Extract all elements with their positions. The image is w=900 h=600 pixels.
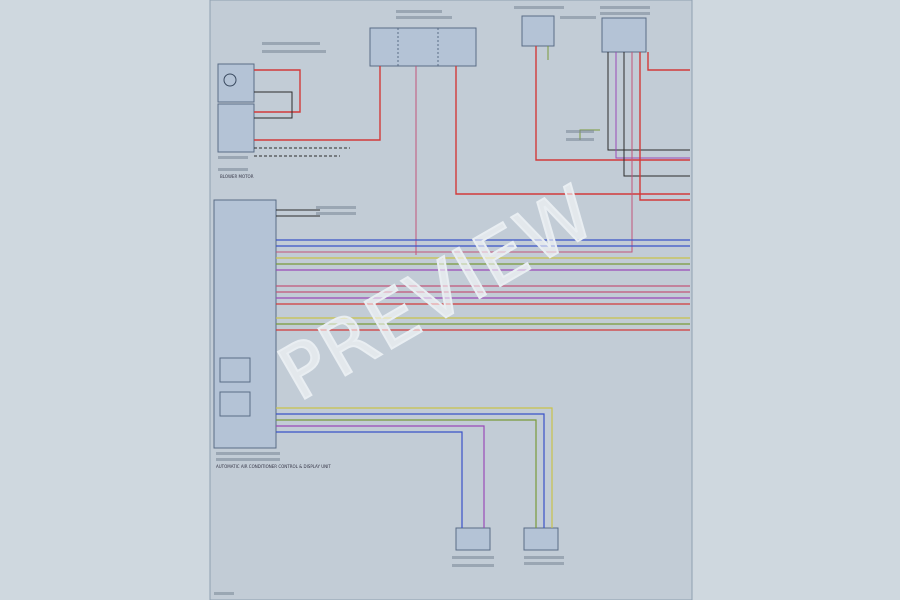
control-submodule-1 xyxy=(219,357,251,383)
blower-motor-body xyxy=(217,63,255,103)
wire-ref-red xyxy=(535,46,690,161)
reference-module-body xyxy=(521,15,555,47)
sensor-2-body xyxy=(523,527,559,551)
wire-conn-5 xyxy=(639,52,690,201)
integrated-connector-component xyxy=(601,17,647,53)
sensor-1-component xyxy=(455,527,491,551)
wire-sensor-blue-2 xyxy=(276,431,463,528)
reference-module-component xyxy=(521,15,555,47)
wire-sensor-green xyxy=(276,419,537,528)
wire-conn-3 xyxy=(623,52,690,177)
integrated-connector-body xyxy=(601,17,647,53)
wire-conn-2 xyxy=(615,52,690,159)
wire-motor-black xyxy=(254,91,293,119)
wire-motor-red xyxy=(254,69,301,113)
illegible-label-marks xyxy=(214,6,650,595)
sensor-2-component xyxy=(523,527,559,551)
fuse-block-component xyxy=(369,27,477,67)
wire-conn-4 xyxy=(276,52,633,253)
blower-motor-resistor-body xyxy=(217,103,255,153)
wire-sensor-yellow xyxy=(276,407,553,528)
control-module-component xyxy=(213,199,277,449)
diagram-sheet xyxy=(209,0,693,600)
wire-fuse-red-down xyxy=(455,66,690,195)
blower-motor-symbol xyxy=(223,73,237,87)
motor-caption: BLOWER MOTOR xyxy=(220,174,254,179)
control-module-caption: AUTOMATIC AIR CONDITIONER CONTROL & DISP… xyxy=(216,464,331,469)
wire-motor-fuse-red xyxy=(254,66,381,141)
blower-motor-component xyxy=(217,63,255,153)
wire-conn-6 xyxy=(647,52,690,71)
wire-sensor-blue-1 xyxy=(276,413,545,528)
wire-sensor-violet xyxy=(276,425,485,528)
control-submodule-2 xyxy=(219,391,251,417)
sensor-1-body xyxy=(455,527,491,551)
wire-conn-1 xyxy=(607,52,690,151)
fuse-block-body xyxy=(369,27,477,67)
